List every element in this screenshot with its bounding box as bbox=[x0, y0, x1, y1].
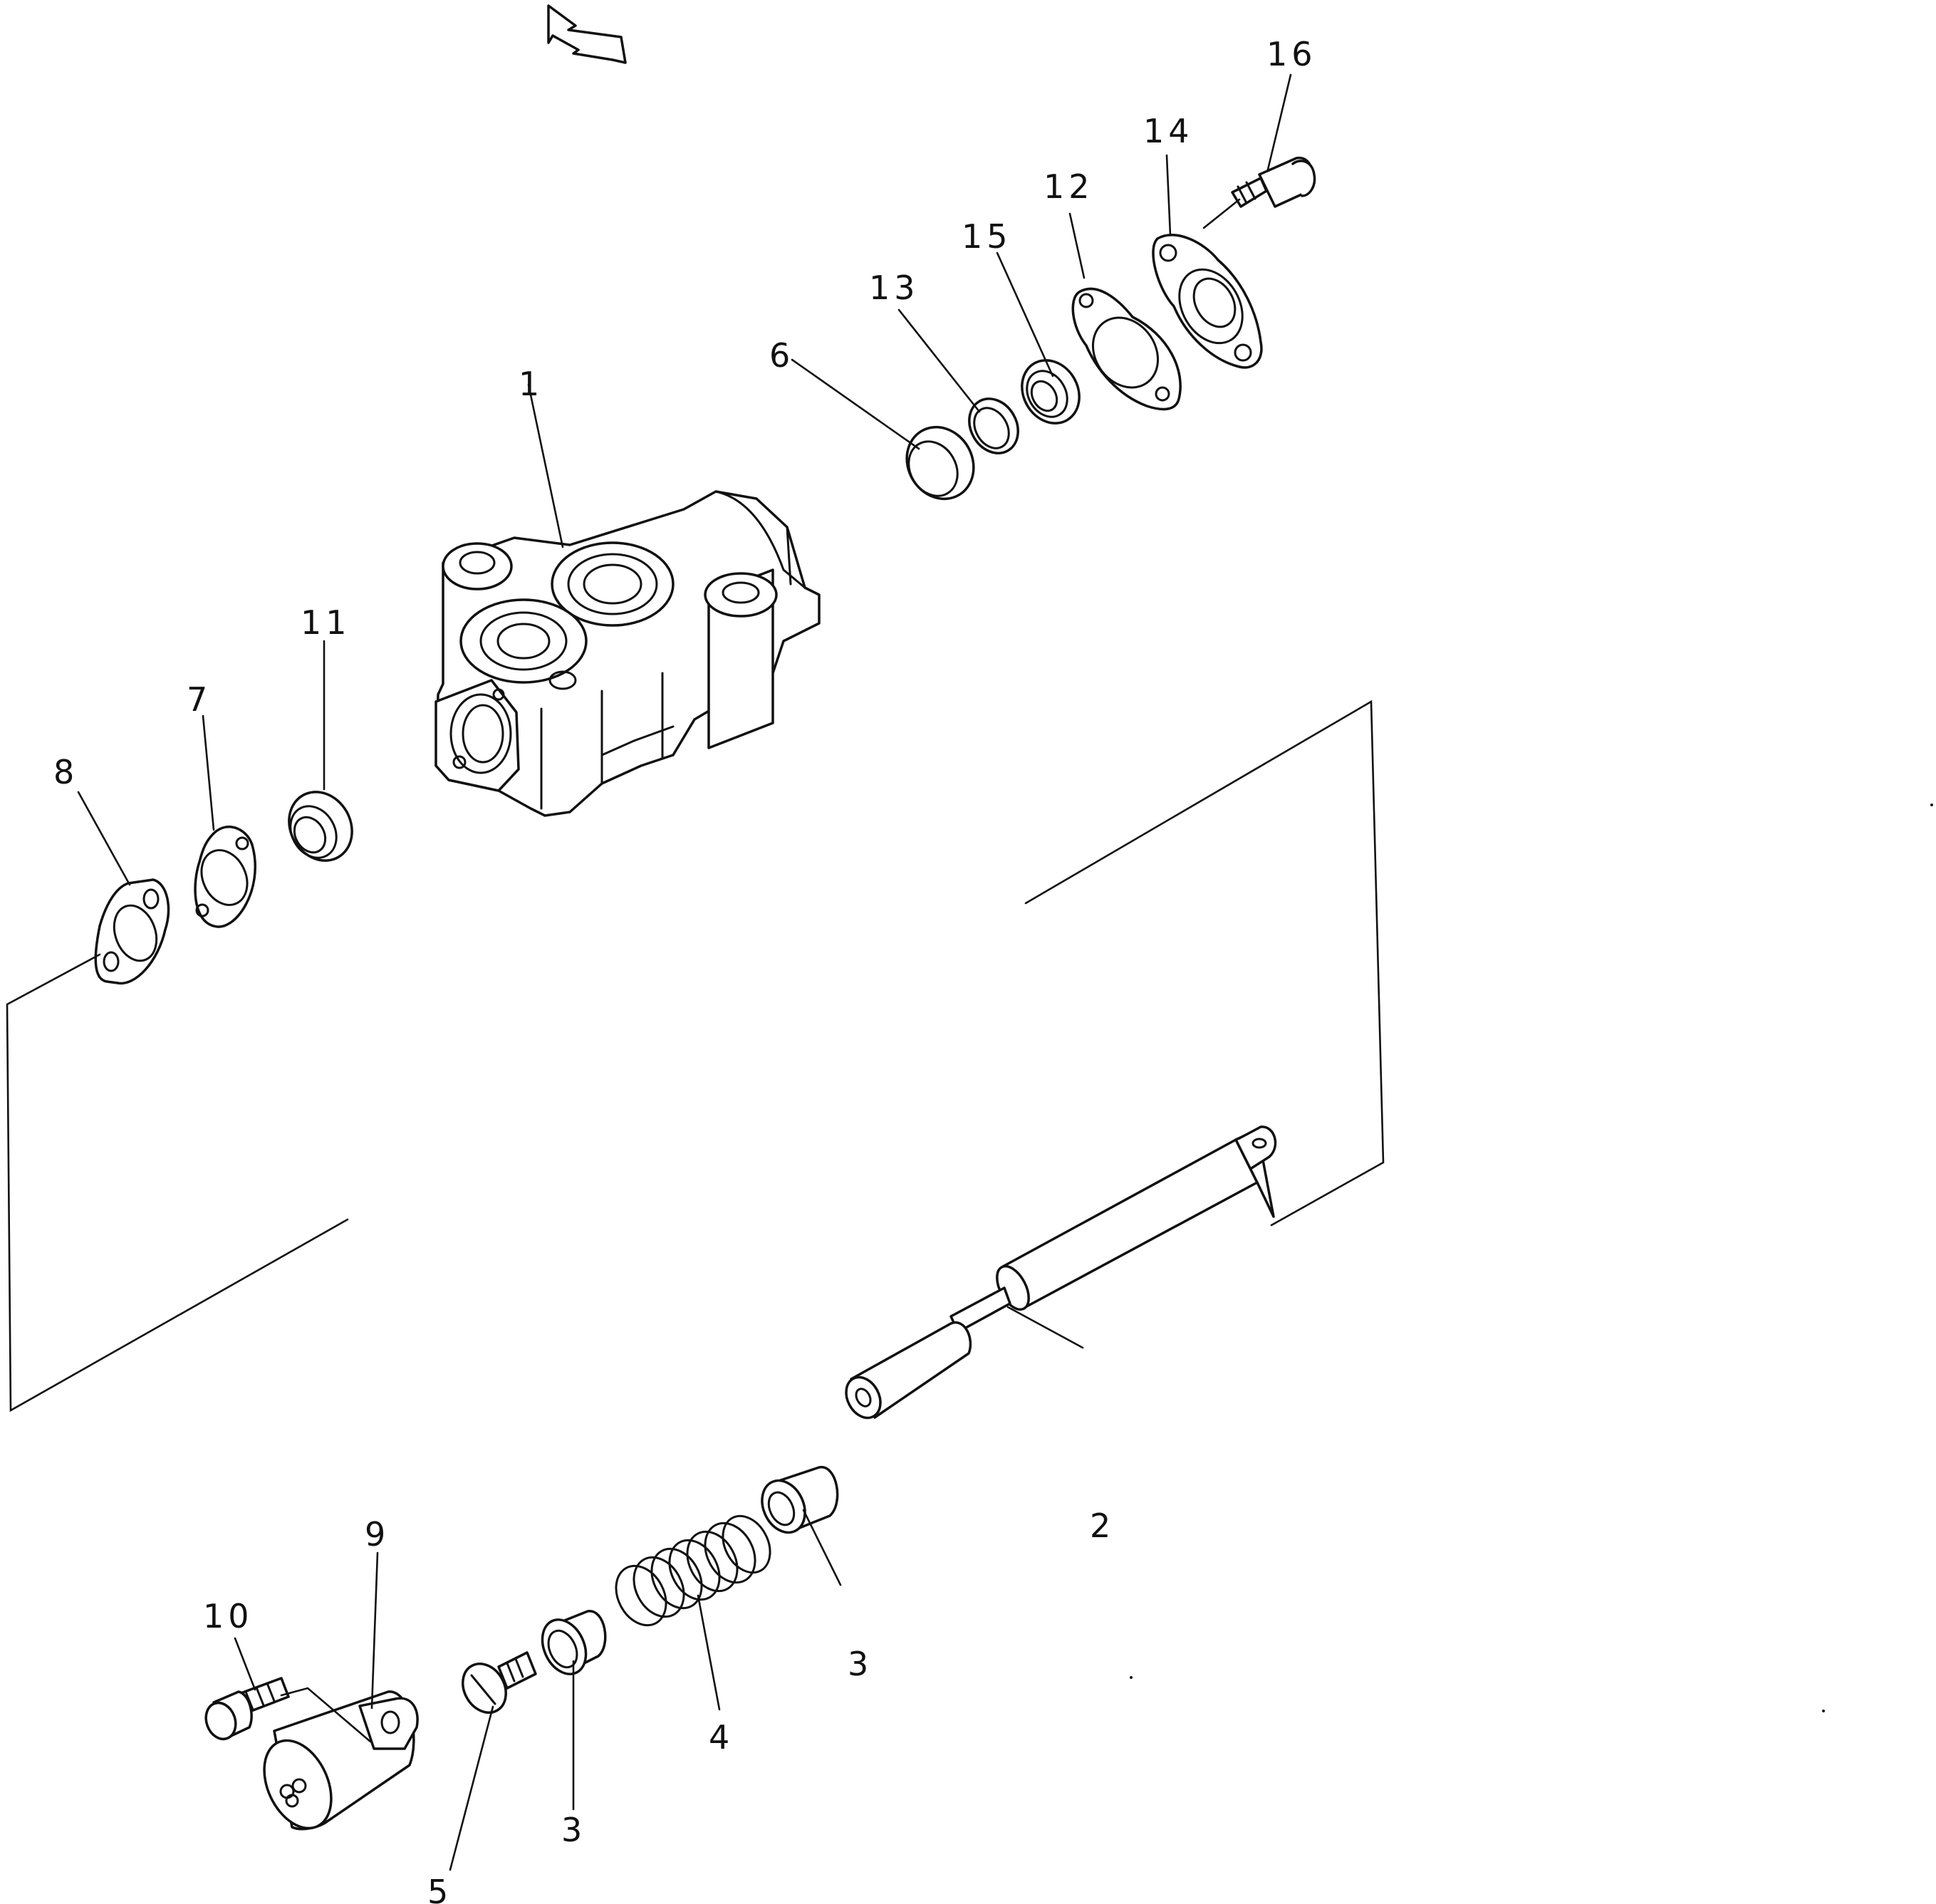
spring-part-4 bbox=[615, 1514, 771, 1627]
part-labels: 1 2 3 4 3 5 6 13 15 12 14 16 11 7 8 9 10 bbox=[53, 35, 1317, 1904]
label-8: 8 bbox=[53, 753, 78, 791]
seal-part-6 bbox=[905, 425, 975, 501]
label-15: 15 bbox=[962, 217, 1012, 256]
label-6: 6 bbox=[769, 336, 794, 375]
valve-body-part-1 bbox=[434, 490, 821, 817]
spring-seat-part-3-upper bbox=[761, 1466, 839, 1534]
label-1: 1 bbox=[519, 365, 543, 403]
bolt-part-10 bbox=[204, 1677, 290, 1741]
direction-arrow-icon bbox=[547, 4, 627, 64]
bolt-part-16 bbox=[1231, 157, 1316, 208]
label-3-lower: 3 bbox=[561, 1811, 586, 1849]
label-3-upper: 3 bbox=[848, 1645, 873, 1683]
label-10: 10 bbox=[203, 1597, 254, 1635]
spring-seat-part-3-lower bbox=[541, 1610, 607, 1675]
screw-part-5 bbox=[462, 1651, 537, 1714]
label-4: 4 bbox=[709, 1718, 734, 1757]
label-7: 7 bbox=[187, 680, 212, 719]
label-9: 9 bbox=[365, 1515, 390, 1554]
label-11: 11 bbox=[301, 603, 351, 642]
label-12: 12 bbox=[1044, 167, 1094, 206]
gasket-part-7 bbox=[194, 826, 257, 928]
flange-part-8 bbox=[94, 878, 170, 985]
bearing-part-15 bbox=[1021, 359, 1081, 425]
washer-part-13 bbox=[968, 397, 1019, 454]
plug-part-11 bbox=[288, 791, 353, 862]
label-5: 5 bbox=[427, 1873, 452, 1904]
flange-part-14 bbox=[1152, 234, 1263, 369]
leader-lines bbox=[77, 73, 1292, 1871]
cap-part-9 bbox=[263, 1690, 419, 1831]
label-13: 13 bbox=[869, 269, 920, 307]
label-16: 16 bbox=[1266, 35, 1317, 73]
label-2: 2 bbox=[1090, 1507, 1115, 1545]
label-14: 14 bbox=[1143, 112, 1194, 150]
gasket-part-12 bbox=[1071, 287, 1182, 411]
spool-part-2 bbox=[845, 1125, 1277, 1420]
assembly-lines bbox=[6, 198, 1385, 1743]
